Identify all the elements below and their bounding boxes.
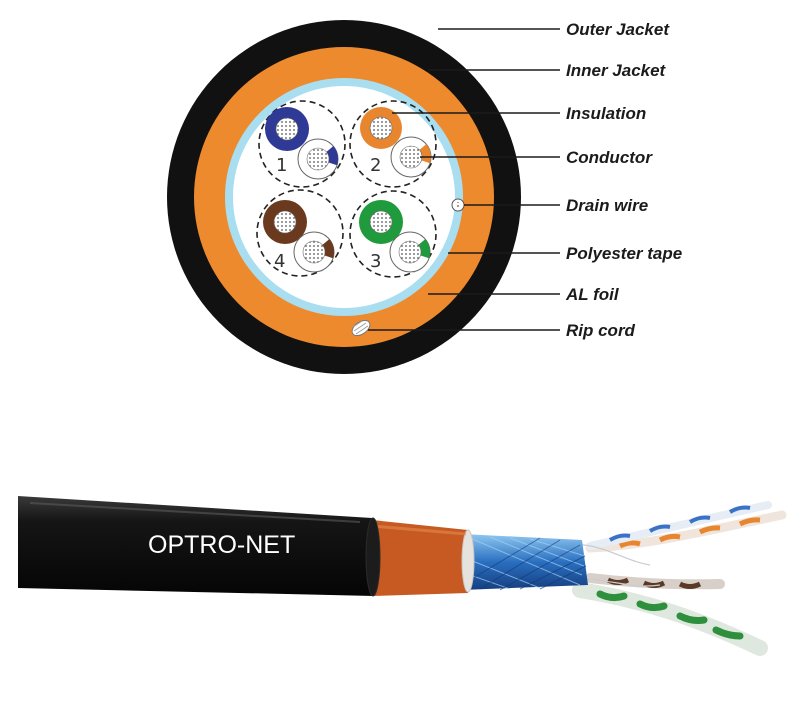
label-inner-jacket: Inner Jacket (566, 61, 667, 80)
pair-3: 3 (349, 190, 437, 278)
stripped-cable-photo: OPTRO-NET (18, 496, 787, 656)
pair-1: 1 (258, 100, 346, 188)
pair-2: 2 (349, 100, 437, 188)
pair-1-number: 1 (276, 155, 287, 176)
cable-cross-section: 1 2 4 3 (167, 20, 521, 374)
label-conductor: Conductor (566, 148, 653, 167)
outer-jacket-section (18, 496, 374, 596)
brand-print: OPTRO-NET (148, 531, 295, 559)
pair-4-number: 4 (274, 251, 285, 272)
pair-blue-twist (586, 501, 772, 550)
pair-3-number: 3 (370, 251, 381, 272)
callout-labels: Outer Jacket Inner Jacket Insulation Con… (565, 20, 682, 340)
pair-3-conductor (369, 210, 393, 234)
pair-2-conductor (369, 116, 393, 140)
label-polyester-tape: Polyester tape (566, 244, 682, 263)
label-drain-wire: Drain wire (566, 196, 648, 215)
pair-4-conductor (273, 210, 297, 234)
pair-4: 4 (256, 189, 344, 277)
drain-wire (451, 198, 465, 212)
label-insulation: Insulation (566, 104, 646, 123)
label-rip-cord: Rip cord (566, 321, 636, 340)
pair-1-conductor (275, 117, 299, 141)
callout-lines (368, 28, 560, 331)
inner-jacket-section (372, 520, 468, 596)
label-al-foil: AL foil (565, 285, 620, 304)
rip-cord (351, 319, 371, 337)
label-outer-jacket: Outer Jacket (566, 20, 670, 39)
pair-2-number: 2 (370, 155, 381, 176)
